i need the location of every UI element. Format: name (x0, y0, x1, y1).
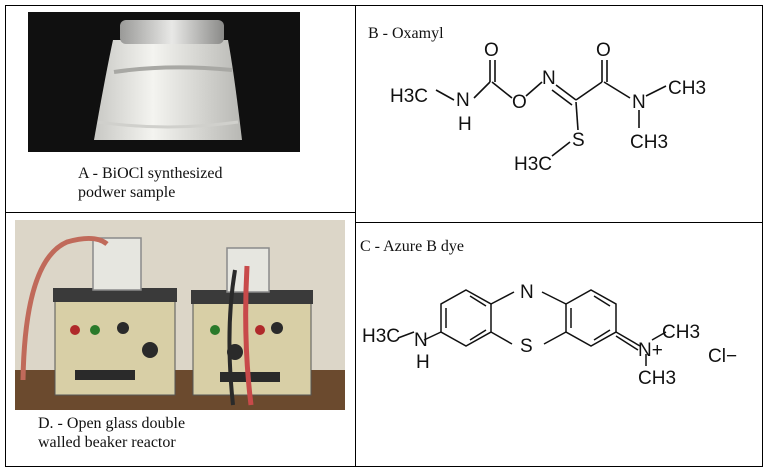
panel-a-caption: A - BiOCl synthesized podwer sample (78, 164, 222, 202)
divider-vertical (355, 5, 356, 467)
azure-s-ring-label: S (520, 336, 533, 357)
panel-d-caption-line1: D. - Open glass double (38, 415, 186, 432)
oxamyl-o-top2-label: O (596, 40, 611, 61)
panel-a-photo (28, 12, 300, 152)
oxamyl-o-chain-label: O (512, 92, 527, 113)
azure-ch3-right-label: CH3 (662, 322, 700, 343)
azure-h3c-label: H3C (362, 326, 400, 347)
oxamyl-s-label: S (572, 130, 585, 151)
divider-right (355, 222, 763, 223)
azure-n-ring-label: N (520, 282, 534, 303)
azure-ch3-down-label: CH3 (638, 368, 676, 389)
oxamyl-h3c-s-label: H3C (514, 154, 552, 175)
azure-n-plus-label: N+ (638, 340, 663, 361)
oxamyl-h3c-label: H3C (390, 86, 428, 107)
panel-d-photo (15, 220, 345, 410)
azure-b-structure: N S H3C N H N+ CH3 CH3 Cl− (362, 282, 737, 389)
oxamyl-o-top1-label: O (484, 40, 499, 61)
jar-illustration (28, 12, 300, 152)
azure-counterion-label: Cl− (708, 346, 737, 367)
oxamyl-n1-label: N (456, 90, 470, 111)
reactor-illustration (15, 220, 345, 410)
oxamyl-structure: H3C N H O O N O N CH3 CH3 S H3C (390, 40, 706, 175)
oxamyl-n-amide-label: N (632, 92, 646, 113)
azure-n-left-label: N (414, 330, 428, 351)
panel-d-caption: D. - Open glass double walled beaker rea… (38, 414, 185, 452)
azure-h-label: H (416, 352, 430, 373)
panel-b-caption: B - Oxamyl (368, 25, 444, 42)
panel-a-caption-line2: podwer sample (78, 184, 176, 201)
figure-frame (5, 5, 763, 467)
oxamyl-ch3-down-label: CH3 (630, 132, 668, 153)
divider-left (5, 212, 356, 213)
oxamyl-n-imine-label: N (542, 68, 556, 89)
oxamyl-h-label: H (458, 114, 472, 135)
panel-c-caption: C - Azure B dye (360, 238, 464, 255)
oxamyl-ch3-right-label: CH3 (668, 78, 706, 99)
panel-d-caption-line2: walled beaker reactor (38, 434, 176, 451)
panel-a-caption-line1: A - BiOCl synthesized (78, 165, 223, 182)
